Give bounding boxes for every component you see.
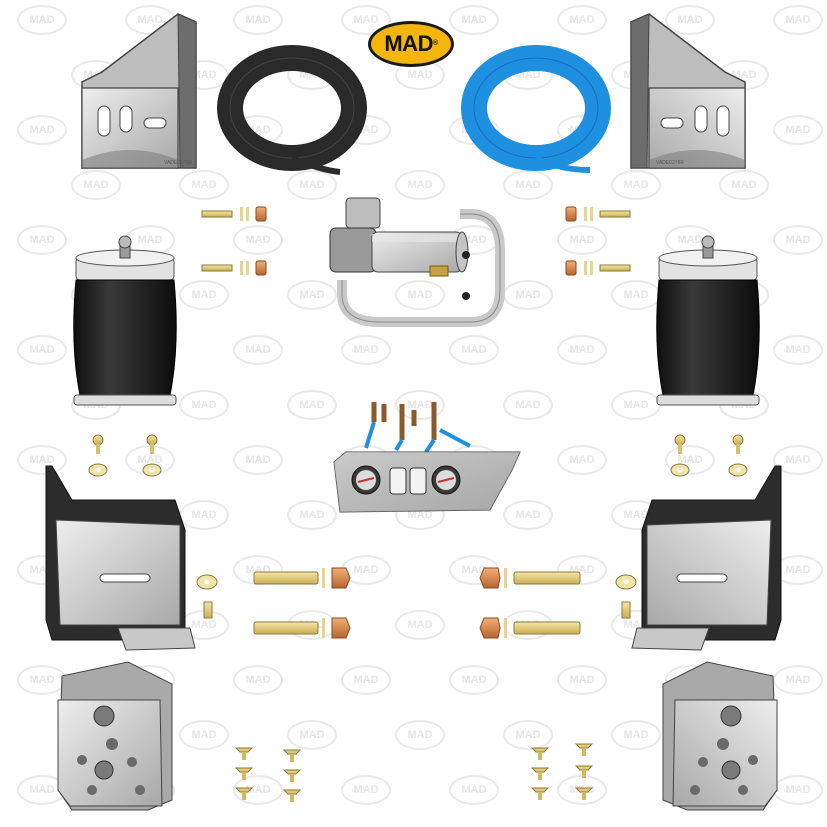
base-plate-right	[662, 661, 778, 811]
flanged-bolt	[282, 789, 302, 795]
air-gauge-icon	[333, 402, 521, 513]
upper-bracket-left	[81, 13, 197, 169]
long-bolts-left	[196, 567, 351, 639]
base-plate-left	[57, 661, 173, 811]
bracket-label-left: VADE0276R	[164, 160, 192, 166]
flanged-bolt	[530, 787, 550, 793]
mount-hardware-right	[670, 434, 748, 477]
flanged-bolt	[234, 747, 254, 753]
mount-hardware-left	[88, 434, 162, 477]
black-air-hose	[217, 45, 367, 175]
blue-air-hose	[461, 45, 611, 173]
flanged-bolt	[282, 749, 302, 755]
long-bolts-right	[479, 567, 637, 639]
flanged-bolt-shaft	[242, 752, 246, 760]
flanged-bolt-shaft	[582, 792, 586, 800]
flanged-bolt-shaft	[290, 754, 294, 762]
flanged-bolt	[234, 787, 254, 793]
upper-bolts-right	[565, 206, 631, 276]
small-bolts	[234, 743, 594, 802]
flanged-bolt-shaft	[242, 772, 246, 780]
bracket-label-right: VADE0276R	[656, 160, 684, 166]
flanged-bolt	[574, 765, 594, 771]
mad-logo: MAD®	[368, 21, 454, 67]
logo-text: MAD	[384, 31, 433, 56]
flanged-bolt	[530, 747, 550, 753]
upper-bracket-right	[630, 13, 746, 169]
flanged-bolt-shaft	[538, 792, 542, 800]
lower-bracket-left	[45, 465, 196, 651]
flanged-bolt	[234, 767, 254, 773]
flanged-bolt-shaft	[582, 770, 586, 778]
compressor-icon	[329, 197, 505, 327]
flanged-bolt	[574, 743, 594, 749]
registered-mark: ®	[432, 40, 438, 47]
flanged-bolt-shaft	[582, 748, 586, 756]
lower-bracket-right	[631, 465, 782, 651]
flanged-bolt-shaft	[538, 772, 542, 780]
flanged-bolt-shaft	[290, 794, 294, 802]
flanged-bolt-shaft	[290, 774, 294, 782]
upper-bolts-left	[201, 206, 267, 276]
flanged-bolt-shaft	[242, 792, 246, 800]
flanged-bolt	[574, 787, 594, 793]
air-spring-left	[73, 235, 177, 406]
air-spring-right	[656, 235, 760, 406]
flanged-bolt	[530, 767, 550, 773]
flanged-bolt-shaft	[538, 752, 542, 760]
flanged-bolt	[282, 769, 302, 775]
